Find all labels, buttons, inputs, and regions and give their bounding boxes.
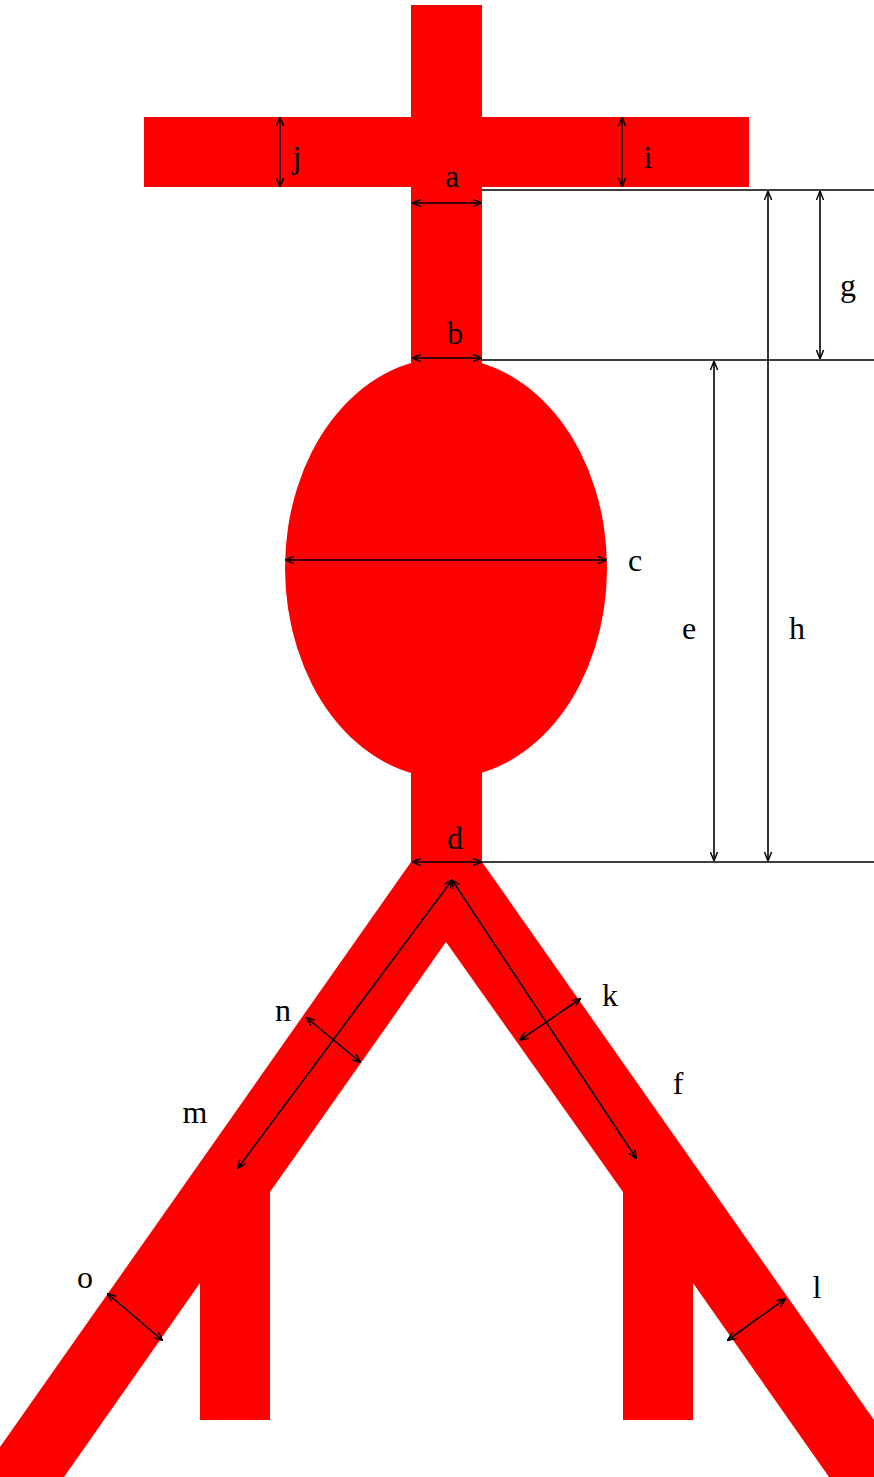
dimension-label: n [275,994,291,1026]
dimension-label: k [602,979,618,1011]
dimension-label: b [447,317,463,349]
dimension-label: l [813,1271,822,1303]
vessel-shape [0,5,874,1477]
dimension-label: m [183,1096,208,1128]
dimension-arrows [108,118,820,1340]
dimension-lines [482,190,874,862]
dimension-label: e [682,612,696,644]
dimension-label: f [673,1067,684,1099]
dimension-label: i [644,141,653,173]
dimension-label: o [77,1261,93,1293]
dimension-label: g [840,269,856,301]
dimension-label: j [293,141,302,173]
dimension-label: d [447,822,463,854]
dimension-label: h [789,612,805,644]
dimension-label: c [628,544,642,576]
dimension-label: a [445,160,459,192]
